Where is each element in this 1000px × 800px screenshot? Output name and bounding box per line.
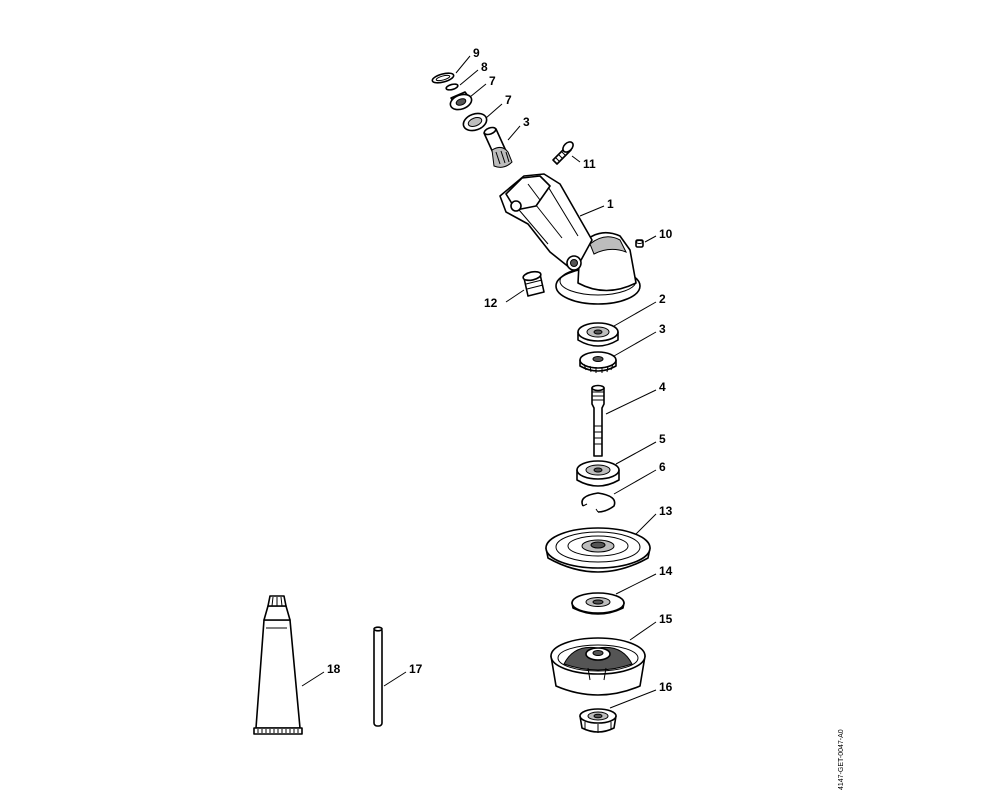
part-7-bearing-upper xyxy=(449,91,473,111)
part-9-snap-ring xyxy=(431,72,455,84)
callout-3b: 3 xyxy=(659,322,666,336)
callout-7a: 7 xyxy=(489,74,496,88)
callout-11: 11 xyxy=(583,157,596,171)
part-16-mowing-head-nut xyxy=(579,708,617,733)
part-2-ball-bearing xyxy=(577,322,619,347)
part-12-grease-plug xyxy=(522,270,545,297)
part-6-circlip xyxy=(581,492,616,513)
part-1-gear-housing xyxy=(499,173,641,305)
part-13-thrust-plate xyxy=(545,527,651,573)
part-3-bevel-gear-lower xyxy=(579,351,617,373)
part-10-plug xyxy=(635,239,644,248)
callout-2: 2 xyxy=(659,292,666,306)
callout-9: 9 xyxy=(473,46,480,60)
callout-7b: 7 xyxy=(505,93,512,107)
part-4-output-shaft xyxy=(591,384,605,457)
drawing-code: 4147-GET-0047-A0 xyxy=(838,729,845,790)
callout-labels: 9 8 7 7 3 11 1 10 12 2 3 4 5 6 13 14 15 … xyxy=(327,46,673,694)
part-7-bearing-lower xyxy=(462,112,488,132)
leader-lines xyxy=(301,55,657,709)
callout-4: 4 xyxy=(659,380,666,394)
part-11-screw xyxy=(552,141,574,165)
callout-15: 15 xyxy=(659,612,673,626)
part-3-bevel-pinion-upper xyxy=(483,126,513,168)
callout-1: 1 xyxy=(607,197,614,211)
part-5-ball-bearing xyxy=(576,460,620,487)
part-17-locking-pin xyxy=(373,626,383,727)
callout-18: 18 xyxy=(327,662,341,676)
callout-8: 8 xyxy=(481,60,488,74)
callout-12: 12 xyxy=(484,296,498,310)
callout-5: 5 xyxy=(659,432,666,446)
part-15-rider-plate xyxy=(550,637,646,696)
callout-14: 14 xyxy=(659,564,673,578)
callout-6: 6 xyxy=(659,460,666,474)
part-18-grease-tube xyxy=(253,595,303,735)
callout-13: 13 xyxy=(659,504,673,518)
part-8-washer xyxy=(445,83,459,91)
callout-10: 10 xyxy=(659,227,673,241)
part-14-washer xyxy=(571,592,625,615)
callout-16: 16 xyxy=(659,680,673,694)
callout-17: 17 xyxy=(409,662,423,676)
callout-3a: 3 xyxy=(523,115,530,129)
